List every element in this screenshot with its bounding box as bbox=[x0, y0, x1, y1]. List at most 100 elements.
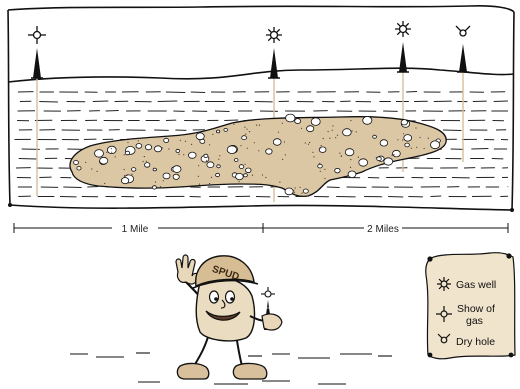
pebble bbox=[431, 141, 440, 149]
sand-grain bbox=[415, 127, 416, 128]
pebble bbox=[173, 166, 181, 173]
strata-dash bbox=[166, 92, 185, 93]
pebble bbox=[224, 128, 228, 131]
sand-grain bbox=[163, 180, 164, 181]
sand-grain bbox=[153, 168, 154, 169]
legend-label-show-of-gas-2: gas bbox=[466, 315, 483, 327]
pebble bbox=[204, 154, 208, 157]
sand-grain bbox=[376, 157, 377, 158]
gas-well-icon bbox=[395, 21, 411, 37]
sand-grain bbox=[111, 148, 112, 149]
sand-grain bbox=[245, 134, 246, 135]
sand-grain bbox=[329, 138, 330, 139]
sand-grain bbox=[319, 163, 320, 164]
sand-grain bbox=[146, 161, 147, 162]
scale-label-2-miles: 2 Miles bbox=[367, 224, 399, 235]
pebble bbox=[246, 168, 252, 173]
sand-grain bbox=[356, 131, 357, 132]
sand-grain bbox=[247, 148, 248, 149]
pebble bbox=[404, 135, 412, 142]
sand-grain bbox=[293, 190, 294, 191]
sand-grain bbox=[138, 140, 139, 141]
sand-grain bbox=[124, 154, 125, 155]
pebble bbox=[373, 135, 377, 138]
sand-grain bbox=[424, 148, 425, 149]
pebble bbox=[216, 173, 220, 176]
pebble bbox=[207, 162, 214, 168]
pebble bbox=[348, 171, 356, 178]
legend-label-gas-well: Gas well bbox=[456, 279, 496, 291]
sand-grain bbox=[337, 135, 338, 136]
gas-reservoir bbox=[70, 114, 446, 196]
mascot-left-hand bbox=[176, 255, 198, 284]
sand-grain bbox=[285, 154, 286, 155]
sand-grain bbox=[131, 174, 132, 175]
sand-grain bbox=[124, 169, 125, 170]
pebble bbox=[136, 144, 142, 149]
pebble bbox=[244, 174, 248, 177]
sand-grain bbox=[249, 131, 250, 132]
sand-grain bbox=[279, 182, 280, 183]
mascot-right-hand bbox=[262, 314, 282, 330]
sand-grain bbox=[312, 152, 313, 153]
sand-grain bbox=[313, 156, 314, 157]
pebble bbox=[401, 120, 407, 125]
sand-grain bbox=[185, 141, 186, 142]
sand-grain bbox=[91, 168, 92, 169]
legend-pin bbox=[509, 353, 514, 358]
legend-pin bbox=[428, 353, 433, 358]
strata-dash bbox=[106, 111, 119, 112]
sand-grain bbox=[209, 144, 210, 145]
sand-grain bbox=[219, 155, 220, 156]
strata-dash bbox=[471, 149, 488, 150]
sand-grain bbox=[309, 142, 310, 143]
sand-grain bbox=[143, 161, 144, 162]
strata-dash bbox=[63, 187, 81, 188]
sand-grain bbox=[240, 145, 241, 146]
legend-pin bbox=[427, 256, 432, 261]
strata-dash bbox=[388, 197, 403, 198]
pebble bbox=[227, 146, 236, 154]
sand-grain bbox=[124, 175, 125, 176]
ground-lines bbox=[70, 353, 392, 384]
pebble bbox=[164, 138, 169, 142]
sand-grain bbox=[352, 130, 353, 131]
well-derrick bbox=[31, 48, 43, 78]
pebble bbox=[121, 178, 128, 184]
sand-grain bbox=[358, 157, 359, 158]
pebble bbox=[266, 149, 272, 154]
pebble bbox=[74, 161, 79, 165]
sand-grain bbox=[332, 130, 333, 131]
strata-dash bbox=[406, 92, 417, 93]
sand-grain bbox=[308, 144, 309, 145]
strata-dash bbox=[224, 120, 238, 121]
corner-dot bbox=[8, 203, 12, 207]
sand-grain bbox=[397, 139, 398, 140]
sand-grain bbox=[168, 148, 169, 149]
sand-grain bbox=[155, 181, 156, 182]
sand-grain bbox=[209, 183, 210, 184]
sand-grain bbox=[144, 156, 145, 157]
sand-grain bbox=[82, 181, 83, 182]
sand-grain bbox=[245, 164, 246, 165]
pebble bbox=[234, 159, 238, 162]
pebble bbox=[286, 114, 295, 122]
sand-grain bbox=[341, 156, 342, 157]
sand-grain bbox=[421, 155, 422, 156]
sand-grain bbox=[233, 124, 234, 125]
sand-grain bbox=[324, 169, 325, 170]
sand-grain bbox=[252, 175, 253, 176]
sand-grain bbox=[402, 139, 403, 140]
pebble bbox=[273, 139, 281, 146]
sand-grain bbox=[323, 138, 324, 139]
sand-grain bbox=[115, 156, 116, 157]
scale-label-1-mile: 1 Mile bbox=[122, 224, 149, 235]
pebble bbox=[216, 130, 219, 133]
pebble bbox=[285, 188, 293, 195]
pebble bbox=[318, 164, 323, 168]
mascot-body bbox=[196, 278, 254, 341]
sand-grain bbox=[378, 165, 379, 166]
sand-grain bbox=[339, 153, 340, 154]
dry-hole-icon bbox=[456, 26, 470, 36]
sand-grain bbox=[294, 192, 295, 193]
